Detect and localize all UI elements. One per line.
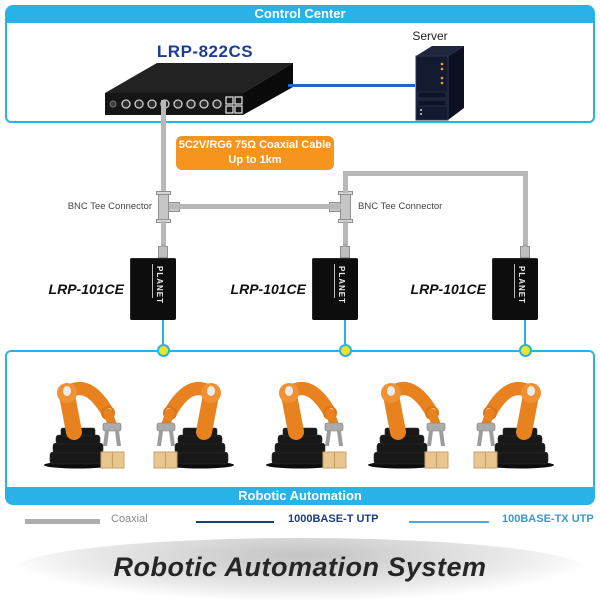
bnc-tee-label-right: BNC Tee Connector — [358, 201, 443, 212]
bnc-plug-icon — [340, 244, 350, 258]
coax-cable-tee1-tee2 — [169, 204, 341, 209]
title-swoosh-background — [15, 538, 585, 600]
coax-note-line1: 5C2V/RG6 75Ω Coaxial Cable — [178, 139, 332, 151]
coax-cable-tee1-converter1 — [161, 221, 166, 252]
planet-brand-logo: PLANET — [517, 266, 526, 304]
converter-device-2: PLANET — [312, 258, 358, 320]
legend-coaxial-label: Coaxial — [111, 513, 148, 525]
robotic-automation-banner: Robotic Automation — [5, 487, 595, 505]
converter-device-3: PLANET — [492, 258, 538, 320]
utp-link-switch-server — [288, 84, 415, 87]
robot-arm-icon — [28, 364, 138, 474]
page-title: Robotic Automation System — [113, 552, 487, 582]
converter-label-1: LRP-101CE — [48, 281, 124, 297]
utp-drop-2 — [344, 320, 346, 351]
server-label: Server — [412, 29, 448, 43]
server-tower-icon — [415, 46, 464, 121]
coax-note-line2: Up to 1km — [228, 154, 282, 166]
converter-label-3: LRP-101CE — [410, 281, 486, 297]
robot-arm-icon — [140, 364, 250, 474]
robot-arm-icon — [250, 364, 360, 474]
coax-cable-top-run — [343, 171, 528, 176]
robot-arm-icon — [352, 364, 462, 474]
media-converter-switch-icon — [105, 63, 293, 115]
legend-1000base-line — [196, 521, 274, 523]
control-center-banner: Control Center — [5, 5, 595, 23]
coax-cable-switch-to-tee1 — [161, 100, 166, 195]
network-tap-dot-2 — [339, 344, 352, 357]
switch-model-label: LRP-822CS — [156, 42, 254, 61]
converter-device-1: PLANET — [130, 258, 176, 320]
bnc-tee-connector-icon-2 — [340, 193, 351, 221]
legend-1000base-label: 1000BASE-T UTP — [288, 513, 379, 525]
control-center-box — [5, 23, 595, 123]
network-tap-dot-3 — [519, 344, 532, 357]
planet-brand-logo: PLANET — [337, 266, 346, 304]
bnc-tee-cap — [156, 191, 171, 195]
coax-cable-note: 5C2V/RG6 75Ω Coaxial Cable Up to 1km — [176, 136, 334, 170]
planet-brand-logo: PLANET — [155, 266, 164, 304]
bnc-plug-icon — [520, 244, 530, 258]
coax-cable-to-converter3 — [523, 171, 528, 252]
legend-coaxial-line — [25, 519, 100, 524]
robot-arm-icon — [460, 364, 570, 474]
coax-cable-tee2-up — [343, 171, 348, 193]
utp-drop-3 — [524, 320, 526, 351]
network-tap-dot-1 — [157, 344, 170, 357]
legend-100base-line — [409, 521, 489, 523]
coax-cable-tee2-converter2 — [343, 221, 348, 252]
bnc-plug-icon — [158, 244, 168, 258]
converter-label-2: LRP-101CE — [230, 281, 306, 297]
legend-100base-label: 100BASE-TX UTP — [502, 513, 594, 525]
utp-drop-1 — [162, 320, 164, 351]
bnc-tee-label-left: BNC Tee Connector — [67, 201, 152, 212]
